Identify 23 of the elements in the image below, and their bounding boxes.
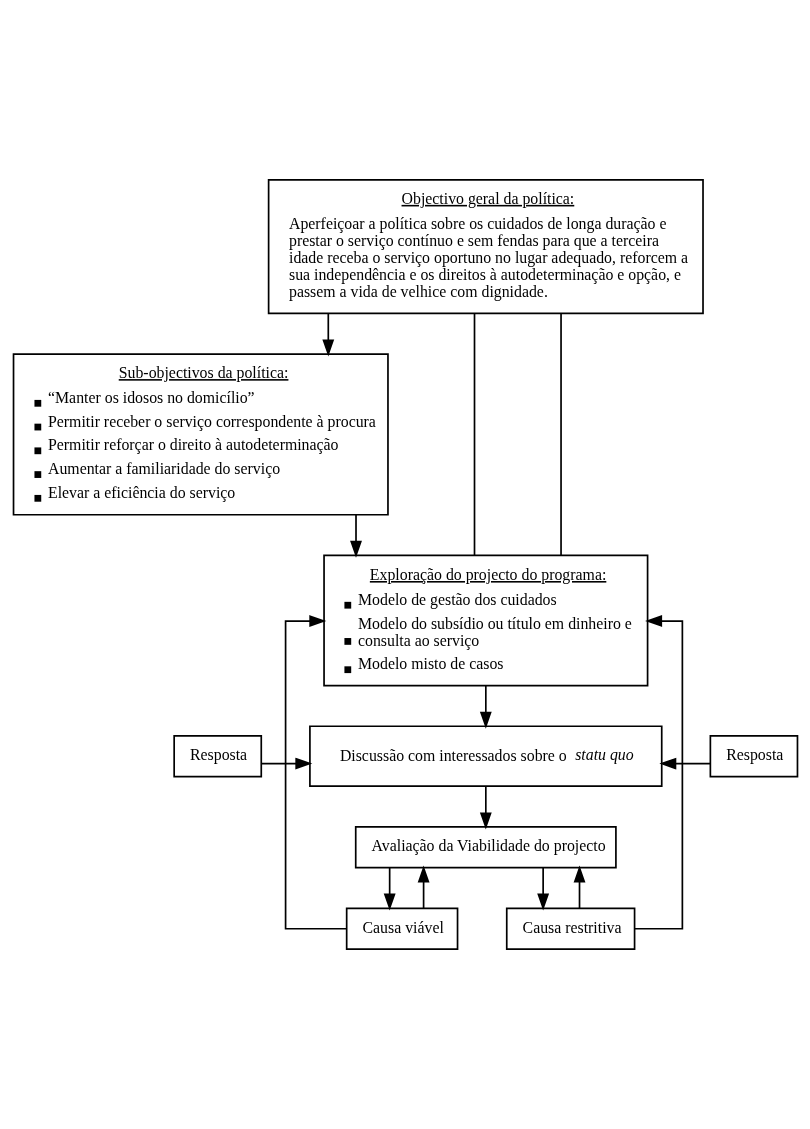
connector: [559, 312, 562, 557]
arrow: [383, 867, 396, 911]
node-box: Resposta: [172, 735, 262, 778]
node-box: Causa restritiva: [505, 907, 635, 950]
arrow: [349, 514, 362, 558]
connector: [473, 312, 475, 557]
node-box: Objectivo geral da política: Aperfeiçoar a política sobre os cuidados de longa duração e prestar o serviço contínuo e sem fendas para que a terceira idade receba o serviço oportuno no lugar adequado, reforcem a sua independência e os direitos à autodeterminação e opção, e passem a vida de velhice com dignidade.: [267, 179, 704, 315]
arrow: [633, 615, 683, 930]
node-box: Sub-objectivos da política: “Manter os idosos no domicílio” Permitir receber o serviço correspondente à procura Permitir reforçar o direito à autodeterminação Aumentar a familiaridade do serviço Elevar a eficiência do serviço: [12, 353, 389, 516]
arrow: [573, 865, 585, 910]
arrow: [260, 757, 312, 770]
arrow: [284, 615, 347, 930]
arrow: [658, 757, 711, 770]
arrow: [417, 865, 430, 910]
arrow: [536, 867, 549, 911]
node-box: Resposta: [709, 735, 798, 778]
arrow: [479, 684, 492, 729]
node-box: Causa viável: [345, 907, 458, 950]
node-box: Exploração do projecto do programa: Modelo de gestão dos cuidados Modelo do subsídio ou título em dinheiro e consulta ao serviço Modelo misto de casos: [322, 554, 648, 687]
arrow: [321, 313, 334, 357]
arrow: [479, 785, 492, 830]
node-box: Discussão com interessados sobre o statu quo: [308, 725, 663, 788]
node-box: Avaliação da Viabilidade do projecto: [354, 826, 617, 869]
